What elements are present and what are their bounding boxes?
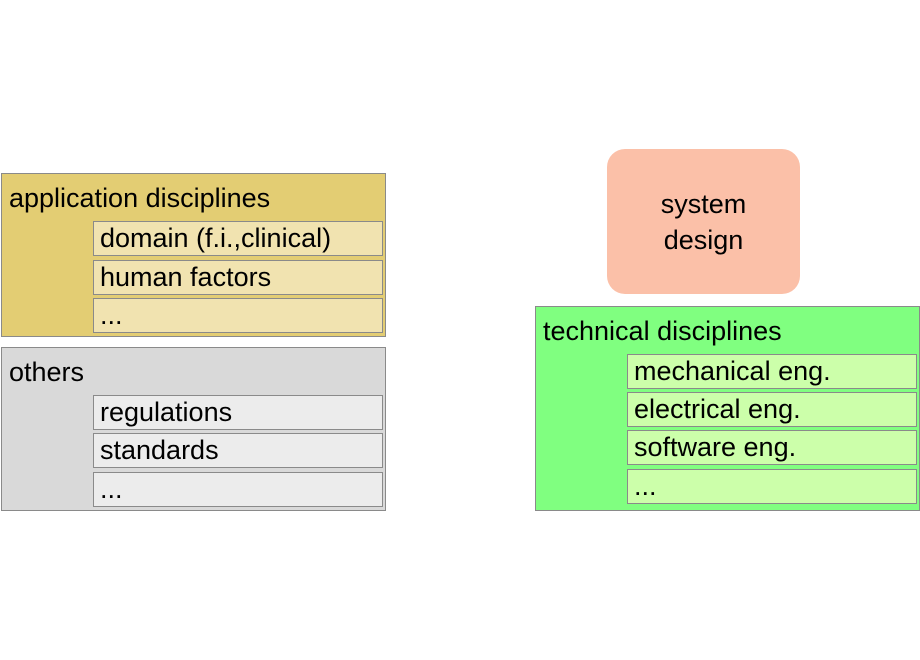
others-box: others regulations standards ... — [1, 347, 386, 511]
others-item-standards: standards — [93, 433, 383, 468]
others-item-more: ... — [93, 472, 383, 507]
others-item-regulations: regulations — [93, 395, 383, 430]
system-design-box: system design — [607, 149, 800, 294]
application-item-human-factors: human factors — [93, 260, 383, 295]
application-disciplines-title: application disciplines — [9, 183, 271, 213]
technical-disciplines-title: technical disciplines — [543, 316, 782, 346]
technical-disciplines-box: technical disciplines mechanical eng. el… — [535, 306, 920, 511]
technical-item-electrical: electrical eng. — [627, 392, 917, 427]
application-item-domain: domain (f.i.,clinical) — [93, 221, 383, 256]
technical-item-software: software eng. — [627, 430, 917, 465]
others-title: others — [9, 357, 85, 387]
system-design-line2: design — [663, 224, 744, 255]
application-item-more: ... — [93, 298, 383, 333]
technical-item-mechanical: mechanical eng. — [627, 354, 917, 389]
application-disciplines-box: application disciplines domain (f.i.,cli… — [1, 173, 386, 337]
technical-item-more: ... — [627, 469, 917, 504]
system-design-line1: system — [660, 188, 747, 219]
